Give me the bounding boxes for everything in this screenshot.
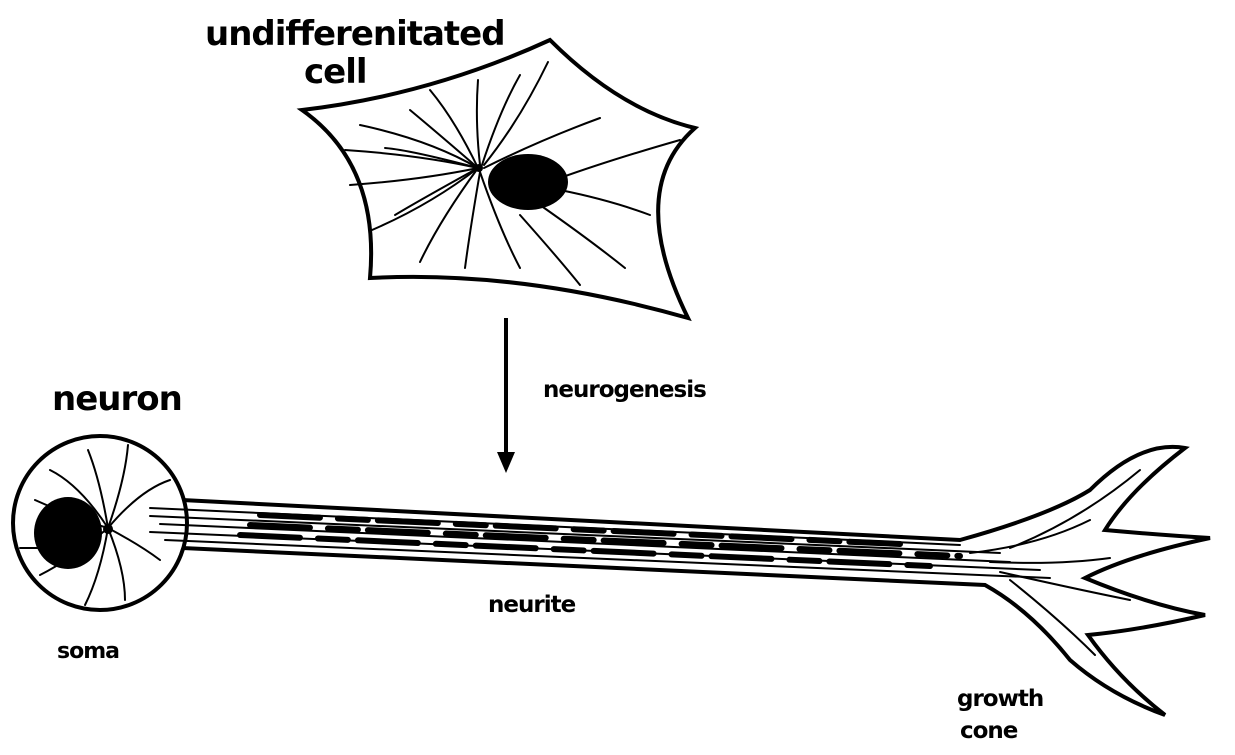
soma-nucleus [34,497,102,569]
undifferentiated-cell-label-line2: cell [304,55,367,89]
undifferentiated-cell-label: undifferenitated [205,17,505,51]
neurogenesis-label: neurogenesis [543,379,706,402]
neurite-outline [182,447,1210,715]
cell-centrosome [475,164,483,172]
growth-cone-label: growth [957,688,1043,711]
cell-nucleus [488,154,568,210]
soma-label: soma [57,641,119,663]
neurogenesis-arrow [497,318,515,473]
soma-centrosome [103,524,113,534]
neuron-label: neuron [52,382,182,416]
neurite-label: neurite [488,594,575,617]
neuron [13,436,1210,715]
growth-cone-label-line2: cone [960,720,1017,743]
